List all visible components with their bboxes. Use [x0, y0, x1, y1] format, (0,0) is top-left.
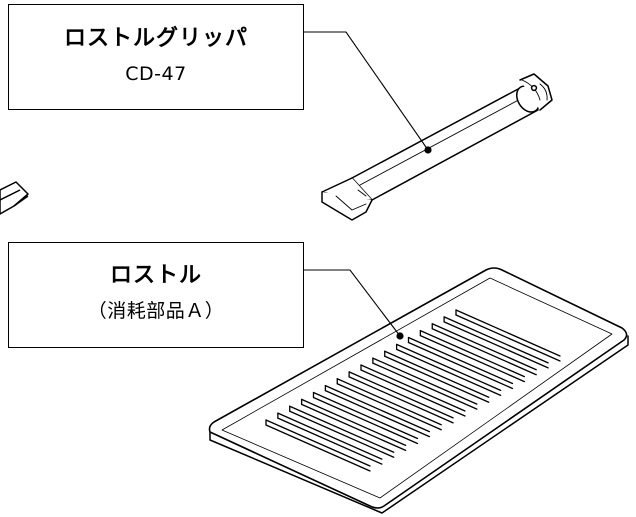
grate-slot-edge [300, 398, 407, 447]
partial-part-left [0, 181, 29, 215]
grate-slot-edge [455, 314, 561, 362]
rostle-callout-box: ロストル （消耗部品Ａ） [8, 242, 304, 348]
grate-slot-edge [455, 309, 561, 357]
grate-slot-edge [372, 362, 478, 410]
grate-slot-edge [384, 355, 490, 403]
grate-slot-edge [300, 403, 407, 452]
gripper-model-label: CD-47 [125, 63, 187, 85]
grate-slot-edge [419, 334, 526, 383]
gripper-callout-box: ロストルグリッパ CD-47 [8, 4, 304, 110]
grate-slot-edge [443, 316, 549, 364]
grate-slot-edge [289, 405, 395, 453]
grate-slot-edge [312, 391, 419, 440]
grate-slot-edge [277, 417, 383, 465]
grate-slot-edge [277, 412, 383, 460]
grate-slot-edge [431, 323, 537, 371]
grate-slot-edge [324, 389, 431, 438]
grate-slot-edge [372, 357, 478, 405]
grate-slot-edge [312, 396, 419, 445]
grate-slot-edge [265, 419, 371, 467]
grate-slot-edge [395, 343, 502, 392]
rostle-gripper-drawing [321, 73, 553, 221]
gripper-name-label: ロストルグリッパ [63, 26, 248, 51]
grate-slot-edge [407, 341, 514, 390]
grate-slot-edge [289, 410, 395, 458]
grate-slot-edge [407, 336, 514, 385]
grate-slot-edge [348, 371, 454, 419]
grate-slot-edge [395, 348, 502, 397]
grate-slot-edge [384, 350, 490, 398]
grate-slot-edge [336, 383, 442, 431]
rostle-leader-dot [396, 332, 404, 340]
grate-slot-edge [348, 376, 454, 424]
grate-slot-edge [360, 369, 466, 417]
gripper-leader-line [304, 31, 429, 151]
rostle-grate-drawing [208, 267, 629, 514]
grate-slot-edge [431, 328, 537, 376]
grate-slot-edge [265, 424, 371, 472]
rostle-name-label: ロストル [109, 263, 202, 288]
grate-slot-edge [419, 329, 526, 378]
gripper-leader-dot [424, 146, 432, 154]
grate-slots [265, 309, 561, 472]
grate-slot-edge [324, 384, 431, 433]
rostle-leader-line [304, 269, 401, 337]
rostle-note-label: （消耗部品Ａ） [87, 300, 225, 322]
grate-slot-edge [360, 364, 466, 412]
leader-lines [304, 31, 429, 337]
grate-slot-edge [443, 321, 549, 369]
grate-slot-edge [336, 378, 442, 426]
